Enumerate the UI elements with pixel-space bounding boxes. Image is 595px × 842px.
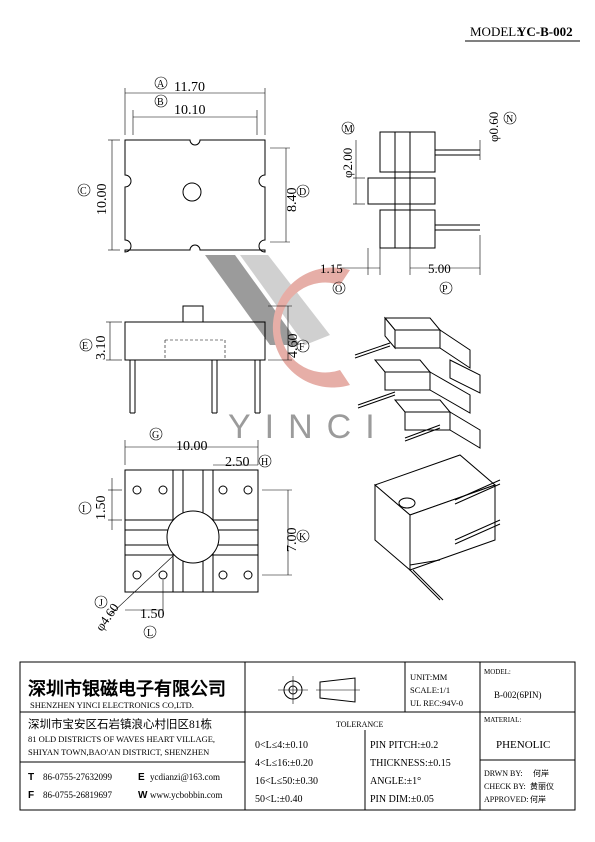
title-block: 深圳市银磁电子有限公司 SHENZHEN YINCI ELECTRONICS C… (19, 661, 576, 811)
tel-label: T (28, 772, 34, 783)
yinci-watermark: YINCI (205, 255, 389, 446)
projection-cone (319, 677, 356, 703)
dim-i-value: 1.50 (94, 496, 109, 521)
scale-text: SCALE:1/1 (410, 685, 450, 695)
dim-g-value: 10.00 (176, 439, 208, 454)
dim-h-label: H (261, 457, 268, 468)
dim-p-label: P (442, 284, 448, 295)
dim-f-value: 4.60 (286, 334, 301, 359)
dim-b-label: B (157, 97, 164, 108)
material-label: MATERIAL: (484, 716, 521, 724)
check-by-label: CHECK BY: (484, 782, 526, 791)
side-view-lower-flange (379, 209, 436, 249)
tolerance-right-3: PIN DIM:±0.05 (370, 794, 434, 805)
dim-p-value: 5.00 (428, 261, 451, 276)
dim-h-value: 2.50 (225, 455, 250, 470)
dim-n-label: N (506, 114, 513, 125)
bottom-view: G 10.00 2.50 H I 1.50 K 7.00 J φ4.60 1.5… (78, 427, 310, 639)
dim-m-value: φ2.00 (340, 148, 355, 178)
front-view: E 3.10 F 4.60 (79, 305, 310, 414)
web-label: W (138, 790, 148, 801)
dim-a-value: 11.70 (174, 80, 205, 95)
front-view-center-post (182, 305, 204, 323)
tolerance-right-1: THICKNESS:±0.15 (370, 758, 451, 769)
dim-l-label: L (147, 628, 153, 639)
tolerance-title: TOLERANCE (336, 720, 384, 729)
model-header-label: MODEL: (470, 24, 520, 39)
model-block-value: B-002(6PIN) (494, 690, 542, 700)
dim-k-value: 7.00 (285, 528, 300, 553)
company-name-cn: 深圳市银磁电子有限公司 (28, 678, 226, 699)
dim-m-label: M (344, 124, 353, 135)
email-label: E (138, 772, 145, 783)
address-en-2: SHIYAN TOWN,BAO'AN DISTRICT, SHENZHEN (28, 747, 209, 757)
dim-n-value: φ0.60 (486, 112, 501, 142)
dim-j-value: φ4.60 (92, 600, 122, 633)
tolerance-right-2: ANGLE:±1° (370, 776, 421, 787)
dim-j-label: J (99, 598, 103, 609)
isometric-view-top (354, 316, 481, 449)
dim-o-label: O (335, 284, 342, 295)
watermark-text: YINCI (228, 408, 389, 446)
tel-value: 86-0755-27632099 (43, 772, 112, 782)
approved-label: APPROVED: (484, 795, 528, 804)
top-view-center-hole (182, 182, 202, 202)
top-view: A 11.70 B 10.10 C 10.00 D 8.40 (77, 76, 310, 253)
fax-label: F (28, 790, 34, 801)
dim-o-value: 1.15 (320, 261, 343, 276)
dim-e-value: 3.10 (94, 336, 109, 361)
dim-i-label: I (82, 504, 85, 515)
approved-name: 何岸 (530, 794, 546, 804)
watermark-red-arc (272, 267, 350, 388)
side-view-upper-flange (379, 131, 436, 173)
tolerance-left-0: 0<L≤4:±0.10 (255, 740, 308, 751)
dim-e-label: E (82, 341, 88, 352)
dim-f-label: F (299, 342, 305, 353)
dim-c-value: 10.00 (95, 184, 110, 216)
model-header-value: YC-B-002 (517, 24, 573, 39)
dim-d-value: 8.40 (285, 188, 300, 213)
dim-b-value: 10.10 (174, 103, 206, 118)
side-view-core (367, 177, 436, 205)
dim-l-value: 1.50 (140, 607, 165, 622)
material-value: PHENOLIC (496, 739, 550, 751)
model-block-label: MODEL: (484, 668, 511, 676)
drawn-by-label: DRWN BY: (484, 769, 523, 778)
top-view-outline (124, 139, 266, 253)
address-en-1: 81 OLD DISTRICTS OF WAVES HEART VILLAGE, (28, 734, 215, 744)
dim-d-label: D (299, 187, 306, 198)
front-view-body (124, 321, 266, 361)
address-cn: 深圳市宝安区石岩镇浪心村旧区81栋 (28, 717, 212, 731)
check-by-name: 黄丽仪 (530, 781, 554, 791)
dim-g-label: G (152, 430, 159, 441)
side-view: M φ2.00 N φ0.60 1.15 5.00 O P (320, 111, 517, 295)
tolerance-left-2: 16<L≤50:±0.30 (255, 776, 318, 787)
ul-text: UL REC:94V-0 (410, 698, 463, 708)
unit-text: UNIT:MM (410, 672, 448, 682)
tolerance-left-1: 4<L≤16:±0.20 (255, 758, 313, 769)
title-block-frame (19, 661, 576, 811)
tolerance-right-0: PIN PITCH:±0.2 (370, 740, 438, 751)
isometric-view-bottom (374, 454, 501, 601)
email-value: ycdianzi@163.com (150, 772, 220, 782)
bottom-view-center-hole (166, 510, 220, 564)
tolerance-left-3: 50<L:±0.40 (255, 794, 303, 805)
company-name-en: SHENZHEN YINCI ELECTRONICS CO,LTD. (30, 700, 194, 710)
dim-k-label: K (299, 532, 307, 543)
drawn-by-name: 何岸 (533, 768, 549, 778)
dim-c-label: C (80, 186, 87, 197)
fax-value: 86-0755-26819697 (43, 790, 112, 800)
dim-a-label: A (157, 79, 165, 90)
web-value: www.ycbobbin.com (150, 790, 222, 800)
